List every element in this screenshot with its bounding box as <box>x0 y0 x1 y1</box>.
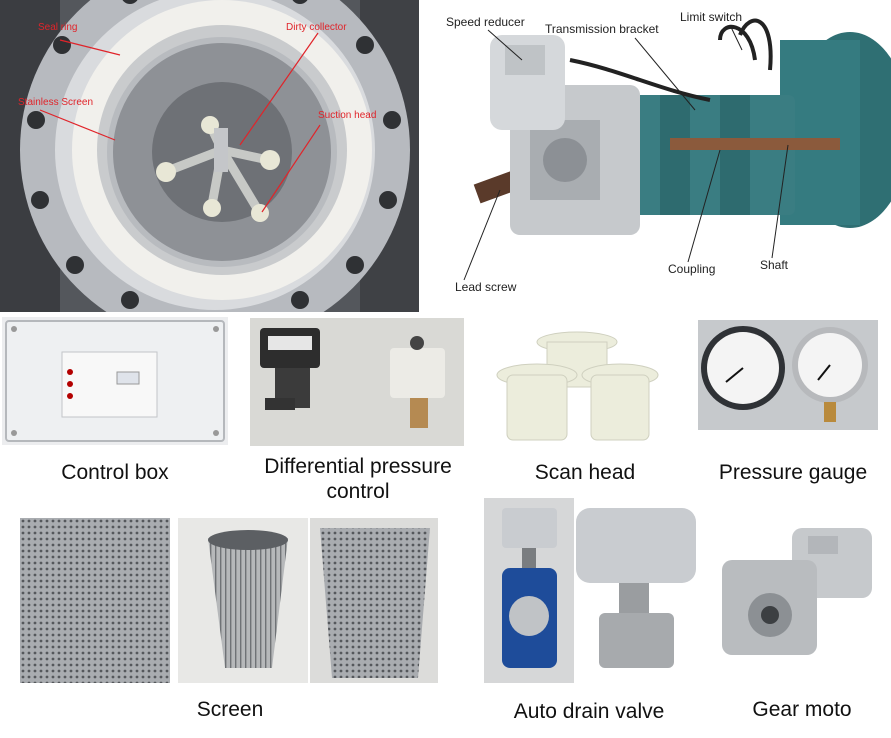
drive-mechanism-illustration <box>463 18 891 281</box>
label-transmission-bracket: Transmission bracket <box>545 22 659 36</box>
gear-moto-photo <box>712 520 882 665</box>
differential-pressure-illustration <box>260 328 445 428</box>
differential-pressure-control-photo <box>250 318 464 446</box>
gear-moto-illustration <box>722 528 872 655</box>
caption-scan-head: Scan head <box>534 461 636 484</box>
label-coupling: Coupling <box>668 262 716 276</box>
label-limit-switch: Limit switch <box>680 10 743 24</box>
auto-drain-valve-photo <box>484 498 700 683</box>
caption-differential-pressure-line1: Differential pressure <box>264 455 452 478</box>
label-speed-reducer: Speed reducer <box>446 15 525 29</box>
scan-head-illustration <box>496 331 659 441</box>
label-stainless-screen: Stainless Screen <box>18 97 94 108</box>
caption-differential-pressure-line2: control <box>326 480 390 503</box>
auto-drain-valve-illustration <box>484 498 696 683</box>
caption-control-box: Control box <box>61 461 169 484</box>
filter-interior-illustration <box>0 0 419 312</box>
control-box-illustration <box>5 320 225 442</box>
screen-illustration <box>20 518 438 683</box>
screen-photo <box>20 518 438 683</box>
drive-mechanism-photo: Speed reducer Transmission bracket Limit… <box>420 0 891 312</box>
caption-screen: Screen <box>196 698 264 721</box>
label-shaft: Shaft <box>760 258 789 272</box>
label-suction-head: Suction head <box>318 110 377 121</box>
caption-auto-drain-valve: Auto drain valve <box>513 700 665 723</box>
label-seal-ring: Seal ring <box>38 22 78 33</box>
pressure-gauge-illustration <box>701 326 868 422</box>
label-dirty-collector: Dirty collector <box>286 22 347 33</box>
caption-pressure-gauge: Pressure gauge <box>718 461 868 484</box>
control-box-photo <box>2 317 228 445</box>
label-lead-screw: Lead screw <box>455 280 517 294</box>
caption-gear-moto: Gear moto <box>752 698 852 721</box>
pressure-gauge-photo <box>698 320 878 430</box>
filter-interior-photo: Seal ring Stainless Screen Dirty collect… <box>0 0 419 312</box>
scan-head-photo <box>485 320 675 448</box>
